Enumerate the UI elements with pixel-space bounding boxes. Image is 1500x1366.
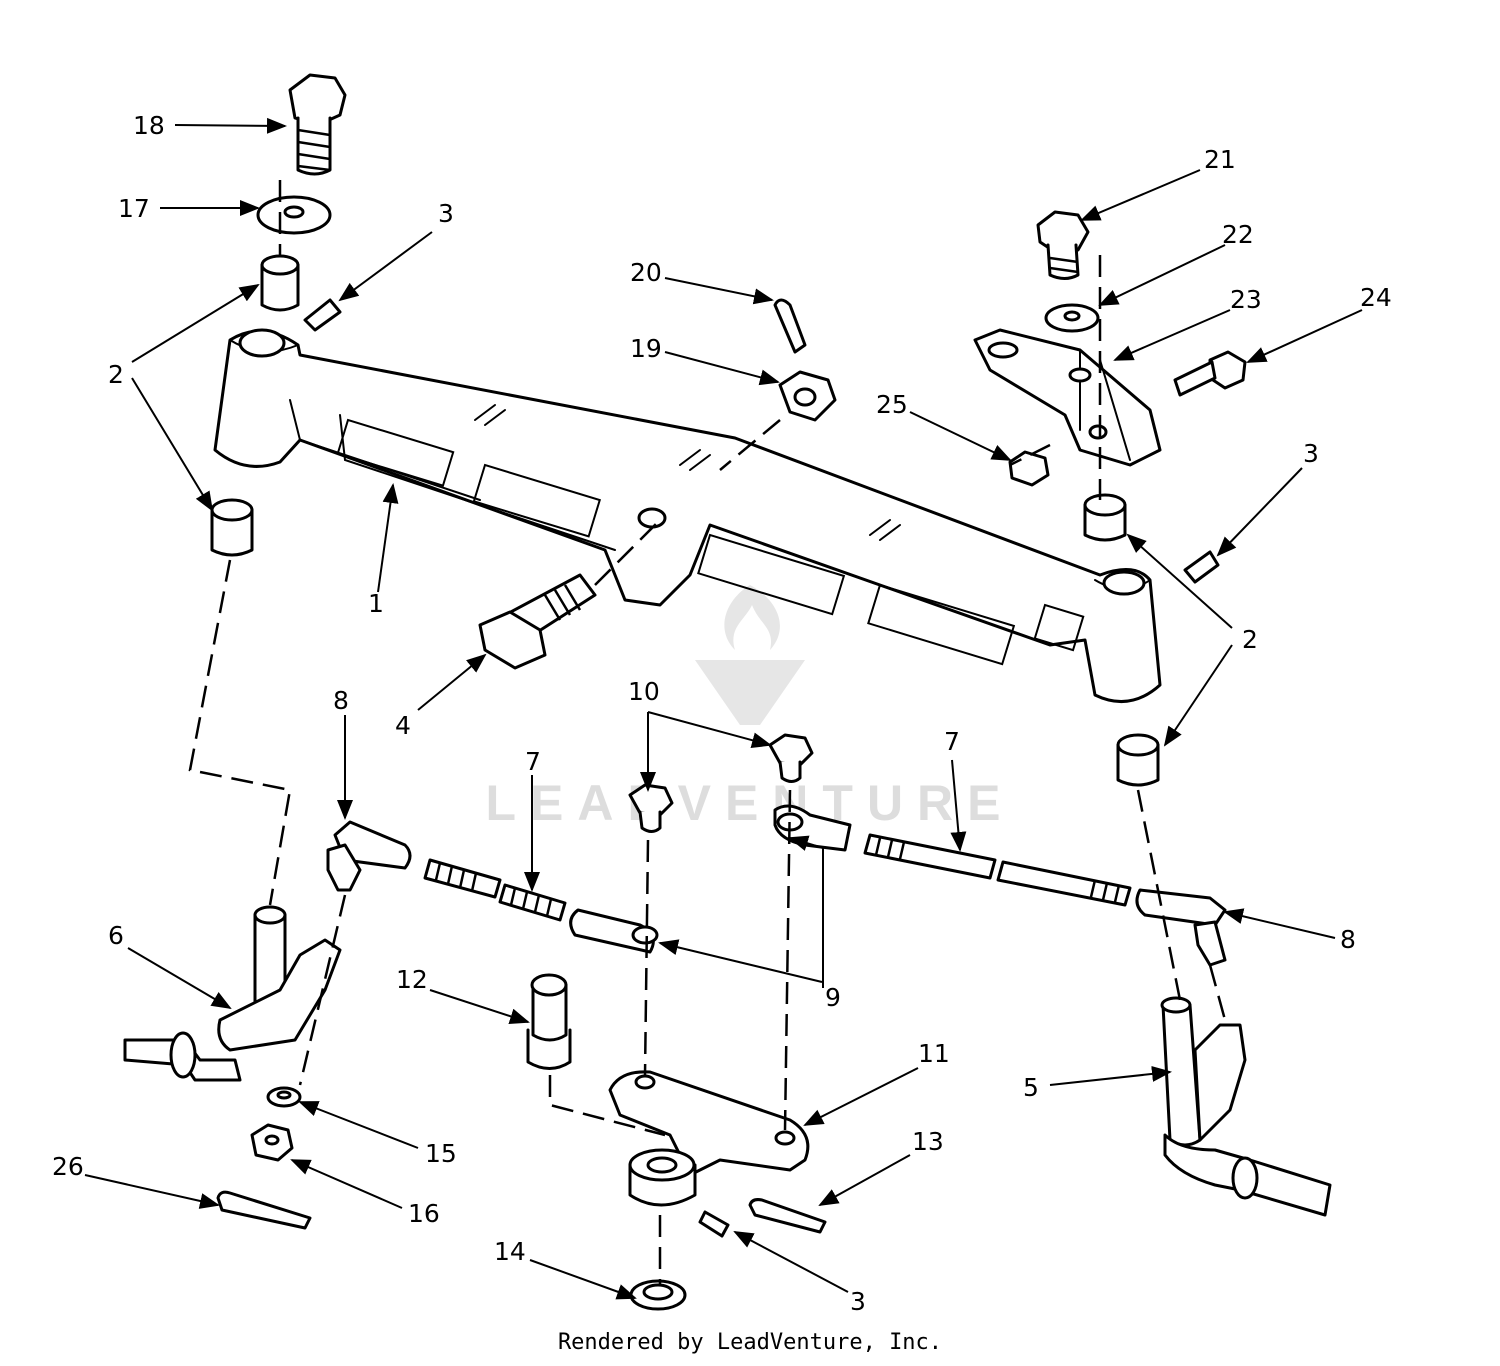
part-2-bushing-left-top [260,254,300,312]
callout-3-top: 3 [438,199,454,228]
part-1-axle-beam [213,328,1162,703]
part-8-ball-joint-left [326,820,412,892]
callout-22: 22 [1222,220,1254,249]
callout-7-right: 7 [944,727,960,756]
part-3-grease-fitting-right [1183,550,1220,584]
part-11-steering-plate [608,1070,810,1207]
callout-17: 17 [118,194,150,223]
part-2-bushing-right-bottom [1116,733,1160,787]
callout-9: 9 [825,983,841,1012]
callout-23: 23 [1230,285,1262,314]
part-5-spindle-right [1160,996,1332,1217]
part-22-washer [1044,303,1100,333]
callout-20: 20 [630,258,662,287]
callout-21: 21 [1204,145,1236,174]
part-13-cotter-pin [748,1198,827,1234]
callout-4: 4 [395,711,411,740]
part-9-rod-end-left [569,908,659,954]
callout-12: 12 [396,965,428,994]
part-21-bolt [1036,210,1090,280]
callout-26: 26 [52,1152,84,1181]
callout-10: 10 [628,677,660,706]
callout-8-right: 8 [1340,925,1356,954]
callout-labels: 1 2 2 2 3 3 3 4 5 6 7 7 8 8 9 9 10 11 12… [52,111,1392,1316]
callout-25: 25 [876,390,908,419]
part-7-tie-rod-right [863,833,1132,907]
callout-19: 19 [630,334,662,363]
part-17-washer [256,195,332,235]
callout-15: 15 [425,1139,457,1168]
callout-3-bottom: 3 [850,1287,866,1316]
part-2-bushing-right-top [1083,493,1127,542]
part-24-bolt [1173,350,1247,397]
part-9-rod-end-right [773,804,852,852]
part-16-nut [250,1123,294,1162]
part-3-grease-fitting-top [303,298,342,332]
leadventure-flame-logo-icon [695,585,805,725]
part-3-grease-fitting-bottom [698,1210,730,1238]
part-6-spindle-left [123,905,342,1082]
callout-8-left: 8 [333,686,349,715]
part-26-cotter-pin [216,1190,312,1230]
callout-14: 14 [494,1237,526,1266]
callout-18: 18 [133,111,165,140]
footer-credit: Rendered by LeadVenture, Inc. [557,1330,943,1355]
part-12-plug [526,973,572,1070]
part-19-castle-nut [719,370,837,471]
callout-2-left: 2 [108,360,124,389]
part-2-bushing-left-bottom [210,498,254,557]
assembly-lines [188,180,1227,1285]
callout-24: 24 [1360,283,1392,312]
callout-6: 6 [108,921,124,950]
part-14-snap-ring [629,1279,687,1311]
watermark-text: LEADVENTURE [485,775,1014,831]
callout-11: 11 [918,1039,950,1068]
part-20-cotter-pin [773,298,807,354]
part-23-steering-arm [973,328,1162,467]
callout-3-right: 3 [1303,439,1319,468]
part-7-tie-rod-left [423,858,567,922]
callout-16: 16 [408,1199,440,1228]
part-4-pivot-bolt [478,519,661,670]
part-18-hex-bolt [288,73,347,176]
watermark: LEADVENTURE [485,585,1014,831]
part-25-nut [1008,450,1050,487]
part-10-bolt-right [768,733,814,783]
callout-1: 1 [368,589,384,618]
callout-13: 13 [912,1127,944,1156]
part-8-ball-joint-right [1135,888,1227,967]
callout-5: 5 [1023,1073,1039,1102]
part-15-lock-washer [266,1086,302,1108]
leader-lines [84,117,1363,1300]
callout-2-right: 2 [1242,625,1258,654]
callout-7-left: 7 [525,747,541,776]
